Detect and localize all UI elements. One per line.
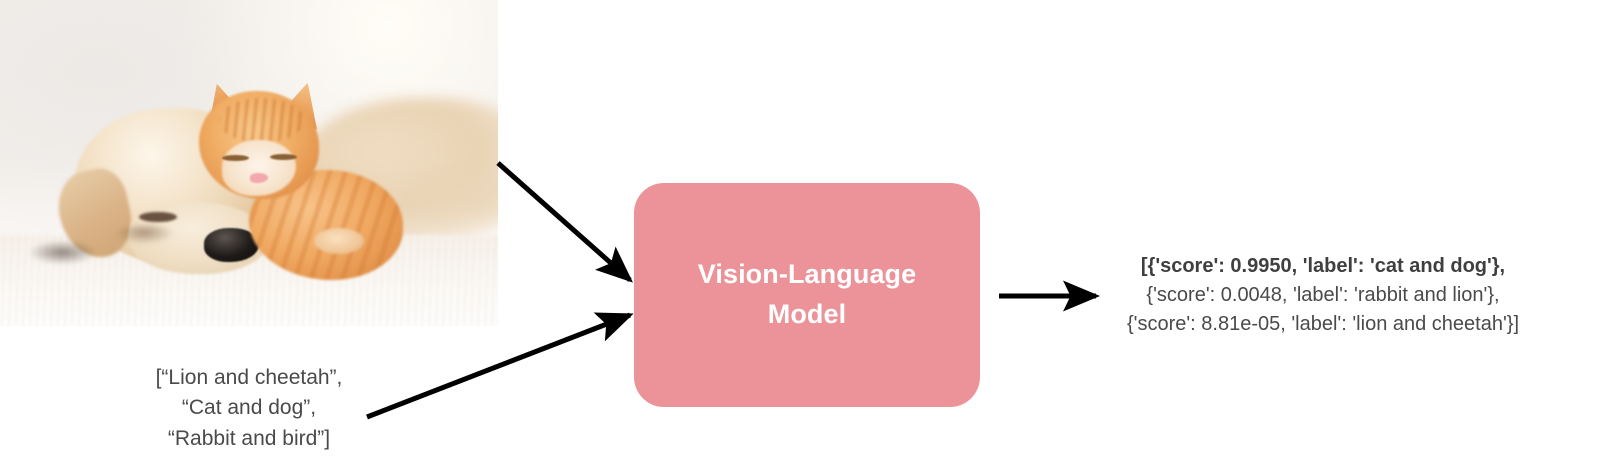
kitten-face (221, 140, 297, 196)
prediction-line-2: {'score': 0.0048, 'label': 'rabbit and l… (1146, 283, 1500, 306)
kitten-eye-left (222, 154, 249, 162)
kitten-nose (249, 173, 268, 183)
candidate-labels-line-2: “Cat and dog”, (181, 396, 317, 420)
model-label: Vision-Language Model (698, 255, 917, 335)
puppy-eye (139, 211, 177, 223)
arrow-text-to-model (366, 312, 634, 420)
puppy-brow (114, 224, 175, 245)
dog-tail-blur (413, 169, 498, 222)
puppy-nose (204, 228, 259, 263)
kitten-stripes (219, 97, 304, 144)
candidate-labels-text: [“Lion and cheetah”, “Cat and dog”, “Rab… (104, 363, 394, 454)
prediction-line-1: [{'score': 0.9950, 'label': 'cat and dog… (1140, 255, 1506, 277)
input-image (0, 0, 498, 326)
prediction-output-text: [{'score': 0.9950, 'label': 'cat and dog… (1050, 252, 1596, 338)
candidate-labels-line-3: “Rabbit and bird”] (167, 426, 331, 450)
kitten-eye-right (269, 153, 297, 161)
kitten-paw (313, 228, 364, 255)
vision-language-model-box[interactable]: Vision-Language Model (634, 183, 980, 407)
model-label-line-2: Model (767, 299, 847, 329)
model-label-line-1: Vision-Language (697, 259, 917, 290)
prediction-line-3: {'score': 8.81e-05, 'label': 'lion and c… (1126, 312, 1520, 335)
candidate-labels-line-1: [“Lion and cheetah”, (155, 366, 343, 389)
arrow-image-to-model (496, 161, 633, 283)
puppy-paw-shadow (29, 241, 95, 265)
